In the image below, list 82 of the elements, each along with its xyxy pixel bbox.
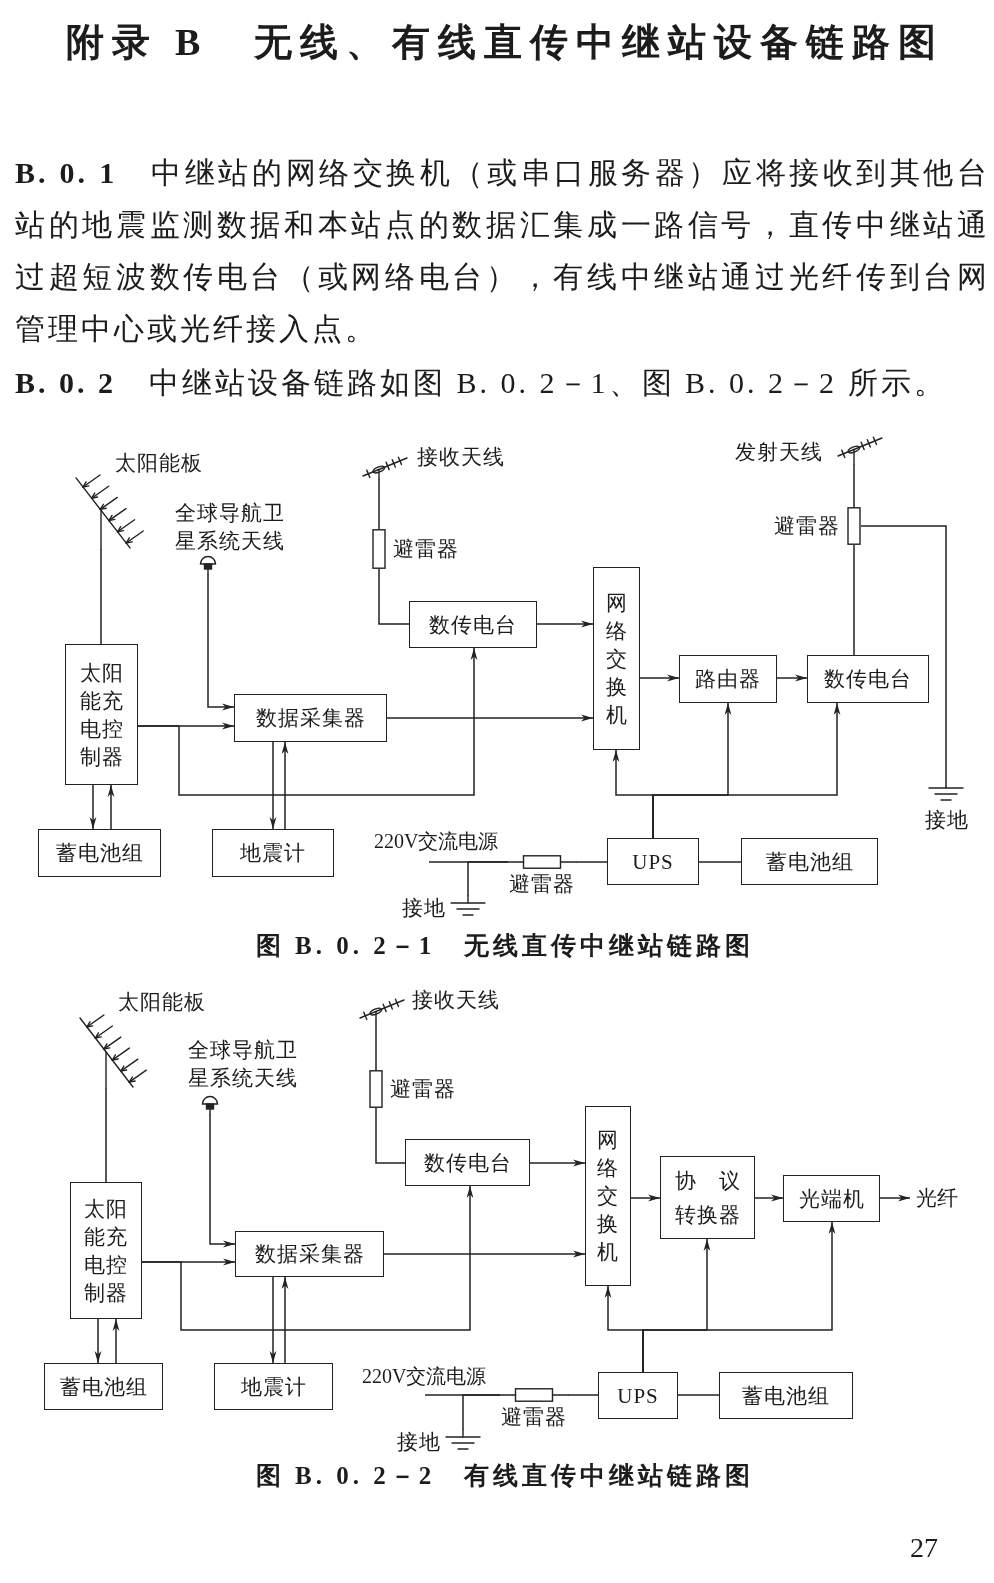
connector-arrow (207, 573, 235, 711)
connector-line (853, 544, 855, 656)
power-source-label: 220V交流电源 (362, 1364, 496, 1395)
device-box: 网络交换机 (585, 1106, 631, 1286)
connector-arrow (754, 1194, 784, 1202)
device-box: 蓄电池组 (44, 1363, 163, 1410)
device-box: 数传电台 (807, 655, 929, 703)
device-box: 地震计 (214, 1363, 333, 1410)
connector-arrow (281, 1276, 289, 1364)
device-box: 数传电台 (409, 601, 537, 648)
connector-line (567, 1394, 599, 1396)
fiber-label: 光纤 (910, 1185, 962, 1211)
figure-caption: 图 B. 0. 2－1 无线直传中继站链路图 (255, 931, 755, 961)
symbol-label: 接地 (402, 896, 446, 920)
connector-line (677, 1394, 720, 1396)
connector-line (853, 463, 855, 508)
device-box: 蓄电池组 (38, 829, 161, 877)
connector-arrow (269, 1276, 277, 1364)
symbol-label: 避雷器 (393, 537, 459, 561)
symbol-label: 接收天线 (417, 445, 505, 469)
device-box: 蓄电池组 (741, 838, 878, 885)
connector-arrow (89, 784, 97, 830)
connector-line (378, 478, 380, 530)
device-box: 光端机 (783, 1175, 880, 1222)
connector-line (575, 861, 608, 863)
device-box: UPS (607, 838, 699, 885)
device-box: 太阳能充电控制器 (70, 1182, 142, 1319)
symbol-label: 发射天线 (735, 440, 823, 464)
device-box: 数据采集器 (235, 1231, 384, 1277)
symbol-label: 避雷器 (390, 1077, 456, 1101)
symbol-label: 接收天线 (412, 988, 500, 1012)
connector-line (378, 568, 410, 625)
symbol-label: 全球导航卫星系统天线 (175, 500, 286, 555)
symbol-label: 避雷器 (501, 1405, 567, 1429)
connector-arrow (209, 1113, 236, 1248)
connector-arrow (137, 647, 478, 796)
connector-arrow (112, 1318, 120, 1364)
device-box: 数据采集器 (234, 694, 387, 742)
connector-arrow (94, 1318, 102, 1364)
connector-arrow (630, 1194, 661, 1202)
symbol-label: 接地 (925, 808, 969, 832)
connector-arrow (642, 1221, 836, 1373)
device-box: UPS (598, 1372, 678, 1419)
figure-caption: 图 B. 0. 2－2 有线直传中继站链路图 (255, 1461, 755, 1491)
connector-arrow (879, 1194, 911, 1202)
device-box: 网络交换机 (593, 567, 640, 750)
connector-line (698, 861, 742, 863)
connector-arrow (652, 702, 841, 839)
device-box: 太阳能充电控制器 (65, 644, 138, 785)
page-title: 附录 B 无线、有线直传中继站设备链路图 (65, 20, 945, 65)
connector-line (105, 1087, 107, 1183)
connector-line (375, 1107, 406, 1164)
connector-arrow (141, 1185, 474, 1331)
connector-line (860, 525, 947, 788)
power-source-label: 220V交流电源 (374, 829, 506, 862)
device-box: 路由器 (679, 655, 777, 703)
connector-arrow (529, 1159, 586, 1167)
device-box: 协 议转换器 (660, 1156, 755, 1239)
connector-arrow (386, 714, 594, 722)
connector-arrow (281, 741, 289, 830)
connector-line (467, 861, 509, 897)
symbol-label: 太阳能板 (118, 990, 206, 1014)
connector-line (100, 548, 102, 645)
device-box: 蓄电池组 (719, 1372, 853, 1419)
connector-arrow (536, 620, 594, 628)
connector-arrow (107, 784, 115, 830)
connector-arrow (383, 1250, 586, 1258)
device-box: 地震计 (212, 829, 334, 877)
symbol-label: 太阳能板 (115, 451, 203, 475)
connector-arrow (776, 674, 808, 682)
paragraph: B. 0. 2 中继站设备链路如图 B. 0. 2－1、图 B. 0. 2－2 所示。 (15, 365, 947, 401)
device-box: 数传电台 (405, 1139, 530, 1186)
connector-line (375, 1019, 377, 1071)
symbol-label: 全球导航卫星系统天线 (188, 1037, 299, 1092)
symbol-label: 接地 (397, 1430, 441, 1454)
connector-arrow (269, 741, 277, 830)
symbol-label: 避雷器 (774, 514, 840, 538)
symbol-label: 避雷器 (509, 872, 575, 896)
page-number: 27 (910, 1531, 938, 1565)
connector-arrow (639, 674, 680, 682)
paragraph: B. 0. 1 中继站的网络交换机（或串口服务器）应将接收到其他台站的地震监测数据和本站点的数据汇集成一路信号，直传中继站通过超短波数传电台（或网络电台），有线中继站通过光纤传到台网管理中心或光纤接入点。 (15, 155, 990, 347)
connector-line (462, 1394, 501, 1431)
